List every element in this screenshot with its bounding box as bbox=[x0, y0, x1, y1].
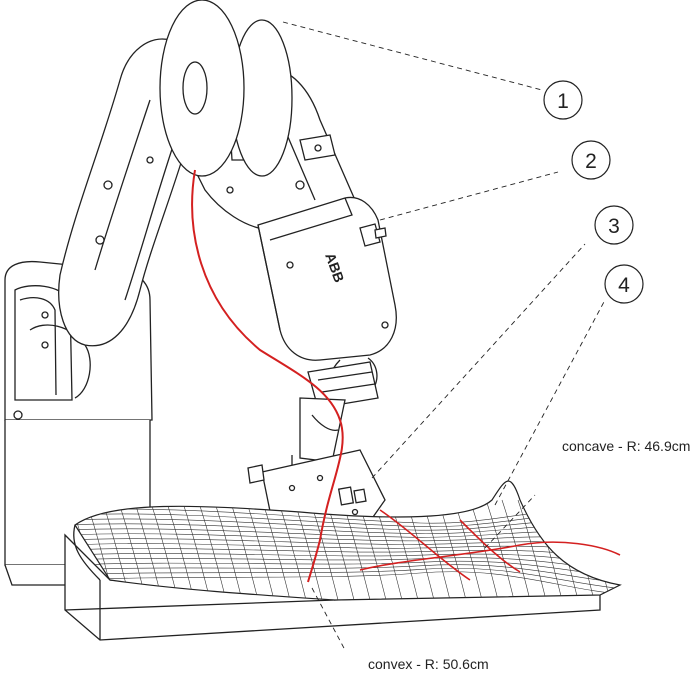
mesh-line bbox=[75, 560, 620, 580]
svg-text:2: 2 bbox=[585, 150, 597, 173]
callout-3: 3 bbox=[594, 205, 634, 245]
mesh-line bbox=[630, 500, 658, 600]
mesh-line bbox=[149, 499, 179, 600]
mesh-line bbox=[75, 571, 620, 596]
mesh-line bbox=[229, 499, 259, 600]
svg-text:1: 1 bbox=[557, 90, 569, 113]
svg-text:3: 3 bbox=[608, 215, 620, 238]
convex-radius-label: convex - R: 50.6cm bbox=[368, 656, 489, 672]
mesh-line bbox=[75, 557, 620, 574]
concave-radius-label: concave - R: 46.9cm bbox=[562, 438, 691, 454]
curved-mesh-surface bbox=[74, 480, 674, 601]
mesh-line bbox=[469, 499, 499, 600]
callout-2: 2 bbox=[571, 140, 611, 180]
callout-1: 1 bbox=[543, 80, 583, 120]
svg-text:4: 4 bbox=[618, 274, 630, 297]
mesh-line bbox=[165, 499, 195, 600]
mesh-line bbox=[181, 499, 211, 600]
robot-forearm bbox=[257, 196, 397, 409]
callout-4: 4 bbox=[604, 264, 644, 304]
mesh-line bbox=[517, 499, 547, 600]
wire-path bbox=[191, 169, 621, 583]
wire-spool bbox=[159, 0, 293, 177]
mesh-line bbox=[245, 499, 275, 600]
mesh-line bbox=[197, 499, 227, 600]
leader-lines bbox=[282, 21, 606, 651]
mesh-line bbox=[213, 499, 243, 600]
mesh-line bbox=[485, 499, 515, 600]
mesh-line bbox=[646, 500, 674, 600]
mesh-line bbox=[75, 567, 620, 590]
